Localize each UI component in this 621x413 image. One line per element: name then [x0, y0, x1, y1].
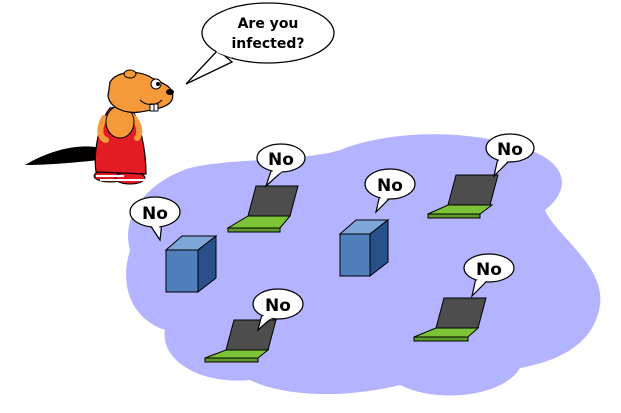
beaver-tail-shadow — [25, 146, 100, 165]
server-front — [165, 249, 199, 293]
beaver-character — [93, 69, 174, 185]
server-side — [197, 234, 217, 294]
reply-bubble-server-left: No — [129, 196, 181, 242]
laptop-top-center — [226, 185, 299, 233]
laptop-screen — [247, 185, 299, 217]
laptop-screen — [225, 319, 277, 351]
reply-text-laptop-bottom-right: No — [476, 260, 502, 280]
question-bubble: Are you infected? — [185, 2, 335, 85]
reply-bubble-server-middle: No — [364, 168, 416, 214]
laptop-top-right — [427, 174, 499, 219]
server-left — [164, 234, 218, 294]
reply-bubble-laptop-top-center: No — [256, 143, 306, 188]
beaver-head — [107, 71, 174, 113]
reply-text-server-middle: No — [377, 176, 403, 196]
beaver-ear — [123, 69, 137, 79]
reply-bubble-laptop-bottom-right: No — [463, 253, 515, 298]
server-side — [369, 218, 389, 278]
laptop-screen — [435, 297, 487, 329]
reply-bubble-laptop-bottom-left: No — [252, 288, 304, 332]
laptop-bottom-left — [204, 319, 277, 363]
laptop-screen — [447, 174, 499, 206]
reply-text-laptop-bottom-left: No — [265, 296, 291, 316]
reply-text-server-left: No — [142, 204, 168, 224]
question-line-1: Are you — [238, 16, 299, 32]
reply-bubble-laptop-top-right: No — [485, 133, 535, 178]
reply-text-laptop-top-right: No — [497, 140, 523, 160]
beaver-nose — [166, 89, 174, 95]
reply-text-laptop-top-center: No — [268, 150, 294, 170]
laptop-bottom-right — [413, 297, 487, 342]
question-line-2: infected? — [232, 36, 305, 52]
server-middle — [338, 218, 390, 278]
server-front — [339, 233, 371, 277]
